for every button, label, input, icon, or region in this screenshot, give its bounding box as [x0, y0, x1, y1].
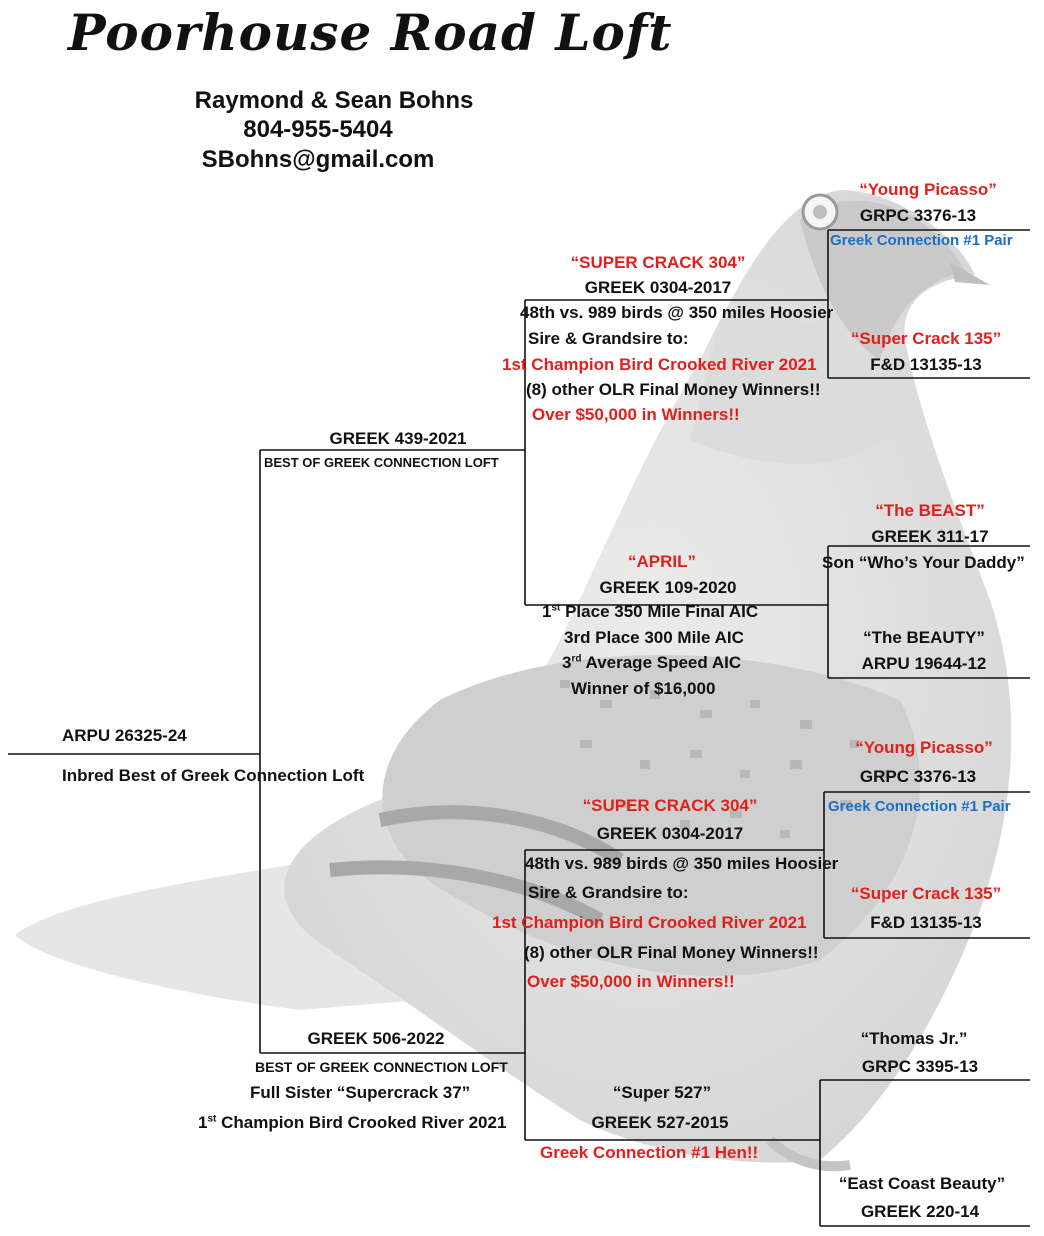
- dam-sire-sire-name: “Young Picasso”: [855, 738, 993, 757]
- sire-dam-name: “APRIL”: [628, 552, 696, 571]
- dam-sire-line-2: Sire & Grandsire to:: [528, 883, 689, 902]
- sire-sire-sire-band: GRPC 3376-13: [859, 206, 977, 225]
- loft-title: Poorhouse Road Loft: [68, 3, 673, 62]
- dam-sire-pair-note: Greek Connection #1 Pair: [828, 798, 1011, 815]
- phone-number: 804-955-5404: [243, 116, 393, 143]
- dam-dam-dam-name: “East Coast Beauty”: [838, 1174, 1006, 1193]
- sire-sire-band: GREEK 0304-2017: [584, 278, 732, 297]
- sire-sire-pair-note: Greek Connection #1 Pair: [830, 232, 1013, 249]
- sire-dam-sire-name: “The BEAST”: [875, 501, 985, 520]
- sire-sire-highlight: 1st Champion Bird Crooked River 2021: [502, 355, 817, 374]
- sire-dam-sire-note: Son “Who’s Your Daddy”: [822, 553, 1025, 572]
- sire-sire-dam-name: “Super Crack 135”: [850, 329, 1002, 348]
- dam-dam-sire-name: “Thomas Jr.”: [860, 1029, 968, 1048]
- dam-line-2: 1st Champion Bird Crooked River 2021: [198, 1113, 507, 1132]
- sire-sire-sire-name: “Young Picasso”: [859, 180, 997, 199]
- dam-sire-highlight-2: Over $50,000 in Winners!!: [527, 972, 735, 991]
- sire-dam-result-2: 3rd Place 300 Mile AIC: [564, 628, 744, 647]
- dam-band: GREEK 506-2022: [307, 1029, 445, 1048]
- dam-dam-sire-band: GRPC 3395-13: [861, 1057, 979, 1076]
- sire-dam-result-4: Winner of $16,000: [571, 679, 716, 698]
- dam-dam-note: Greek Connection #1 Hen!!: [540, 1143, 759, 1162]
- dam-sire-dam-name: “Super Crack 135”: [850, 884, 1002, 903]
- dam-sire-sire-band: GRPC 3376-13: [859, 767, 977, 786]
- sire-dam-dam-name: “The BEAUTY”: [863, 628, 985, 647]
- sire-sire-line-2: Sire & Grandsire to:: [528, 329, 689, 348]
- subject-note: Inbred Best of Greek Connection Loft: [62, 766, 365, 785]
- sire-sire-highlight-2: Over $50,000 in Winners!!: [532, 405, 740, 424]
- sire-sire-line-other: (8) other OLR Final Money Winners!!: [526, 380, 821, 399]
- sire-note: BEST OF GREEK CONNECTION LOFT: [264, 455, 499, 470]
- sire-dam-dam-band: ARPU 19644-12: [861, 654, 987, 673]
- dam-sire-dam-band: F&D 13135-13: [870, 913, 982, 932]
- sire-sire-name: “SUPER CRACK 304”: [570, 253, 746, 272]
- email-address: SBohns@gmail.com: [201, 146, 435, 173]
- dam-dam-dam-band: GREEK 220-14: [860, 1202, 980, 1221]
- dam-dam-name: “Super 527”: [612, 1083, 712, 1102]
- dam-dam-band: GREEK 527-2015: [591, 1113, 729, 1132]
- dam-sire-name: “SUPER CRACK 304”: [582, 796, 758, 815]
- dam-line-1: Full Sister “Supercrack 37”: [250, 1083, 471, 1102]
- dam-sire-line-other: (8) other OLR Final Money Winners!!: [524, 943, 819, 962]
- dam-sire-line-1: 48th vs. 989 birds @ 350 miles Hoosier: [525, 854, 839, 873]
- dam-sire-highlight: 1st Champion Bird Crooked River 2021: [492, 913, 807, 932]
- subject-band: ARPU 26325-24: [62, 726, 187, 745]
- sire-dam-result-1: 1st Place 350 Mile Final AIC: [542, 602, 759, 621]
- sire-band: GREEK 439-2021: [329, 429, 467, 448]
- sire-sire-dam-band: F&D 13135-13: [870, 355, 982, 374]
- dam-sire-band: GREEK 0304-2017: [596, 824, 744, 843]
- sire-dam-sire-band: GREEK 311-17: [871, 527, 989, 546]
- dam-note: BEST OF GREEK CONNECTION LOFT: [255, 1059, 508, 1075]
- sire-dam-band: GREEK 109-2020: [599, 578, 737, 597]
- sire-dam-result-3: 3rd Average Speed AIC: [562, 653, 742, 672]
- owner-names: Raymond & Sean Bohns: [194, 87, 474, 114]
- sire-sire-line-1: 48th vs. 989 birds @ 350 miles Hoosier: [520, 303, 834, 322]
